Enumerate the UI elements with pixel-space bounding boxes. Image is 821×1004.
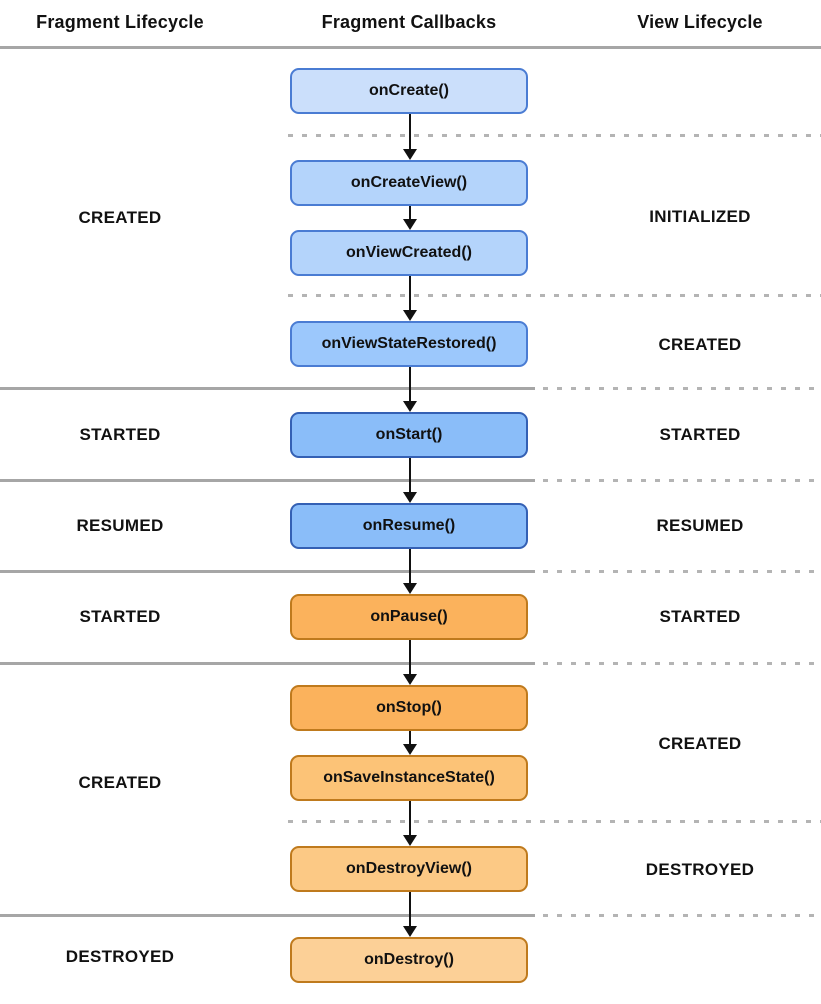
callback-box-onsaveinstancestate: onSaveInstanceState() [290,755,528,801]
callback-label: onViewCreated() [346,244,472,261]
column-header-fragment-lifecycle: Fragment Lifecycle [36,12,204,32]
callback-box-ondestroy: onDestroy() [290,937,528,983]
view-state-started: STARTED [659,425,741,444]
callback-box-oncreate: onCreate() [290,68,528,114]
arrowhead-down-icon [403,583,417,594]
fragment-state-destroyed: DESTROYED [65,947,175,966]
fragment-state-divider-line [0,914,535,917]
arrowhead-down-icon [403,310,417,321]
callback-box-oncreateview: onCreateView() [290,160,528,206]
view-state-created: CREATED [658,335,742,354]
callback-box-onpause: onPause() [290,594,528,640]
header-divider-line [0,46,821,49]
view-state-divider-line [288,134,821,137]
view-state-divider-line [543,914,821,917]
flow-arrow-shaft [409,276,411,310]
callback-label: onResume() [362,517,456,534]
arrowhead-down-icon [403,926,417,937]
fragment-state-started: STARTED [79,607,161,626]
callback-label: onCreate() [368,82,449,99]
fragment-state-divider-line [0,662,535,665]
callback-label: onStart() [375,426,443,443]
view-state-divider-line [543,387,821,390]
arrowhead-down-icon [403,401,417,412]
arrowhead-down-icon [403,674,417,685]
column-header-fragment-callbacks: Fragment Callbacks [321,12,497,32]
view-state-created: CREATED [658,734,742,753]
flow-arrow-shaft [409,801,411,835]
callback-label: onStop() [376,699,442,716]
flow-arrow-shaft [409,549,411,583]
flow-arrow-shaft [409,458,411,492]
view-state-resumed: RESUMED [656,516,744,535]
callback-label: onCreateView() [350,174,468,191]
view-state-divider-line [288,820,821,823]
fragment-state-divider-line [0,570,535,573]
callback-label: onViewStateRestored() [321,335,497,352]
view-state-initialized: INITIALIZED [649,207,751,226]
flow-arrow-shaft [409,206,411,219]
flow-arrow-shaft [409,731,411,744]
callback-box-onstop: onStop() [290,685,528,731]
callback-label: onPause() [370,608,448,625]
view-state-destroyed: DESTROYED [645,860,755,879]
callback-box-onresume: onResume() [290,503,528,549]
callback-label: onDestroy() [364,951,454,968]
arrowhead-down-icon [403,149,417,160]
arrowhead-down-icon [403,744,417,755]
fragment-state-created: CREATED [78,208,162,227]
callback-box-ondestroyview: onDestroyView() [290,846,528,892]
callback-box-onstart: onStart() [290,412,528,458]
view-state-divider-line [543,662,821,665]
fragment-state-resumed: RESUMED [76,516,164,535]
flow-arrow-shaft [409,367,411,401]
fragment-state-created: CREATED [78,773,162,792]
view-state-divider-line [288,294,821,297]
fragment-state-divider-line [0,387,535,390]
flow-arrow-shaft [409,640,411,674]
column-header-view-lifecycle: View Lifecycle [637,12,763,32]
flow-arrow-shaft [409,892,411,926]
callback-box-onviewstaterestored: onViewStateRestored() [290,321,528,367]
callback-box-onviewcreated: onViewCreated() [290,230,528,276]
callback-label: onDestroyView() [346,860,472,877]
fragment-state-divider-line [0,479,535,482]
callback-label: onSaveInstanceState() [323,769,495,786]
arrowhead-down-icon [403,219,417,230]
fragment-state-started: STARTED [79,425,161,444]
flow-arrow-shaft [409,114,411,149]
view-state-started: STARTED [659,607,741,626]
arrowhead-down-icon [403,492,417,503]
view-state-divider-line [543,479,821,482]
arrowhead-down-icon [403,835,417,846]
view-state-divider-line [543,570,821,573]
